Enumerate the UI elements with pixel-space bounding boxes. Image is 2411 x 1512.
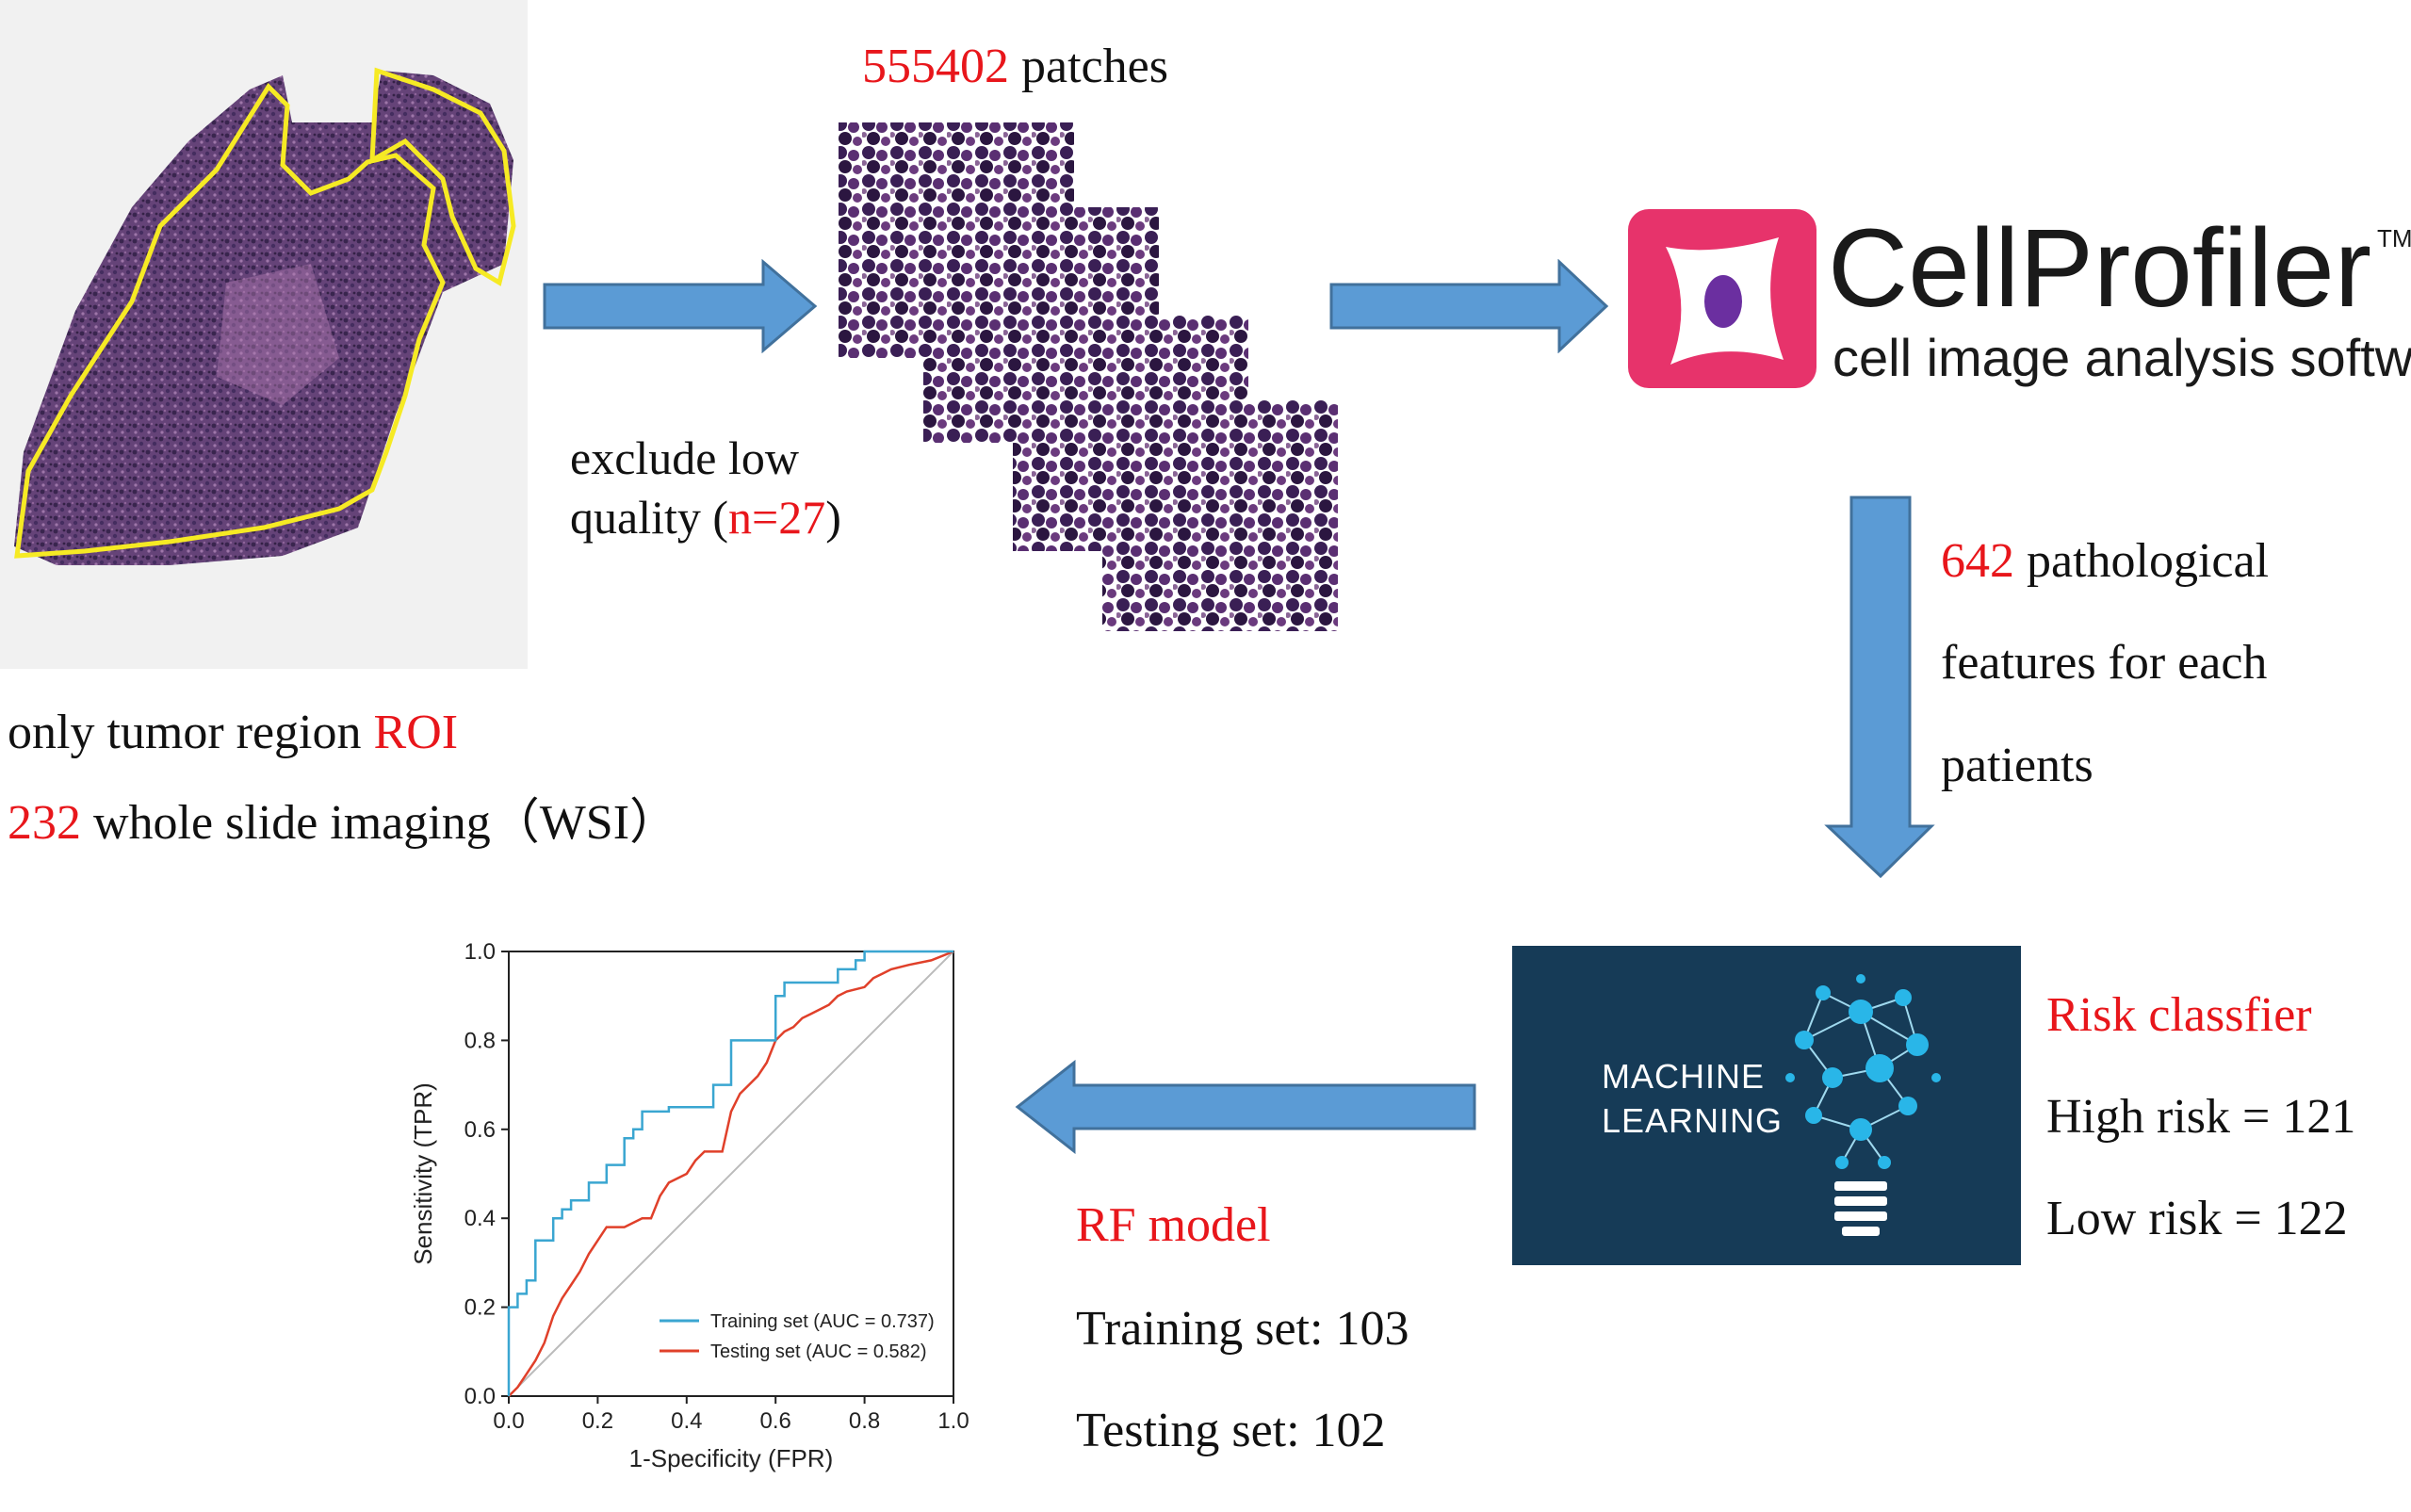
features-line2: features for each [1941,636,2268,690]
risk-title: Risk classfier [2046,988,2312,1042]
roc-plot-frame [508,951,954,1397]
roc-xtick-label: 0.0 [493,1408,524,1434]
roc-xtick-label: 1.0 [937,1408,969,1434]
roc-ylabel: Sensitivity (TPR) [409,1082,437,1265]
roc-xtick-label: 0.4 [671,1408,702,1434]
roc-testing-line [508,950,954,1397]
patch-stack [839,122,1338,631]
arrow-left [1015,1060,1476,1154]
features-line3: patients [1941,739,2093,792]
features-count: 642 [1941,534,2014,588]
cellprofiler-logo-icon [1628,209,1816,388]
roc-ytick-label: 1.0 [464,939,496,965]
roc-legend-label: Testing set (AUC = 0.582) [710,1341,927,1362]
rf-testing: Testing set: 102 [1076,1404,1386,1457]
roc-ytick-label: 0.6 [464,1117,496,1143]
patches-count: 555402 [862,40,1009,93]
ml-line2: LEARNING [1602,1101,1784,1140]
roc-xtick-label: 0.8 [849,1408,880,1434]
wsi-roi-highlight: ROI [373,706,459,759]
lightbulb-network-icon [1785,974,1941,1236]
roi-outline-2 [369,67,516,286]
roc-training-line [507,950,953,1396]
roc-diagonal-line [508,951,954,1397]
wsi-roi-label: only tumor region ROI [8,708,458,757]
cellprofiler-tm: TM [2377,224,2411,252]
roc-xtick-label: 0.6 [760,1408,791,1434]
machine-learning-text: MACHINE LEARNING [1602,1054,1783,1143]
roc-ytick-label: 0.8 [464,1028,496,1053]
roi-outline [14,83,446,559]
exclude-suffix: ) [825,491,841,544]
features-suffix: pathological [2014,534,2270,588]
machine-learning-panel: MACHINE LEARNING [1512,946,2021,1265]
wsi-count-suffix: whole slide imaging（WSI） [81,796,679,850]
exclude-line1: exclude low [570,431,799,484]
wsi-roi-prefix: only tumor region [8,706,374,759]
exclude-line2: quality (n=27) [570,494,841,541]
rf-title: RF model [1076,1198,1271,1252]
roc-xlabel: 1-Specificity (FPR) [629,1444,834,1472]
cellprofiler-title: CellProfiler [1828,206,2372,331]
cellprofiler-subtitle: cell image analysis software [1833,328,2411,387]
wsi-count: 232 [8,796,81,850]
arrow-down [1824,496,1935,879]
patch-4 [1102,400,1338,631]
roc-legend-label: Training set (AUC = 0.737) [710,1311,935,1332]
wsi-svg [14,67,516,565]
rf-training: Training set: 103 [1076,1302,1409,1356]
exclude-prefix: quality ( [570,491,729,544]
risk-high: High risk = 121 [2046,1090,2356,1144]
arrow-right-1 [543,259,818,353]
exclude-count: n=27 [728,491,826,544]
wsi-image [0,0,528,669]
tissue-pink [217,264,339,405]
roc-xtick-label: 0.2 [582,1408,613,1434]
risk-low: Low risk = 122 [2046,1192,2348,1245]
arrow-right-2 [1329,259,1609,353]
roc-ytick-label: 0.0 [464,1384,496,1409]
roc-ytick-label: 0.2 [464,1295,496,1321]
wsi-count-label: 232 whole slide imaging（WSI） [8,799,678,848]
roc-ytick-label: 0.4 [464,1206,496,1231]
patches-suffix: patches [1009,40,1168,93]
features-line1: 642 pathological [1941,537,2269,586]
patches-label: 555402 patches [862,42,1168,91]
tissue-region [14,71,513,565]
ml-line1: MACHINE [1602,1057,1766,1096]
